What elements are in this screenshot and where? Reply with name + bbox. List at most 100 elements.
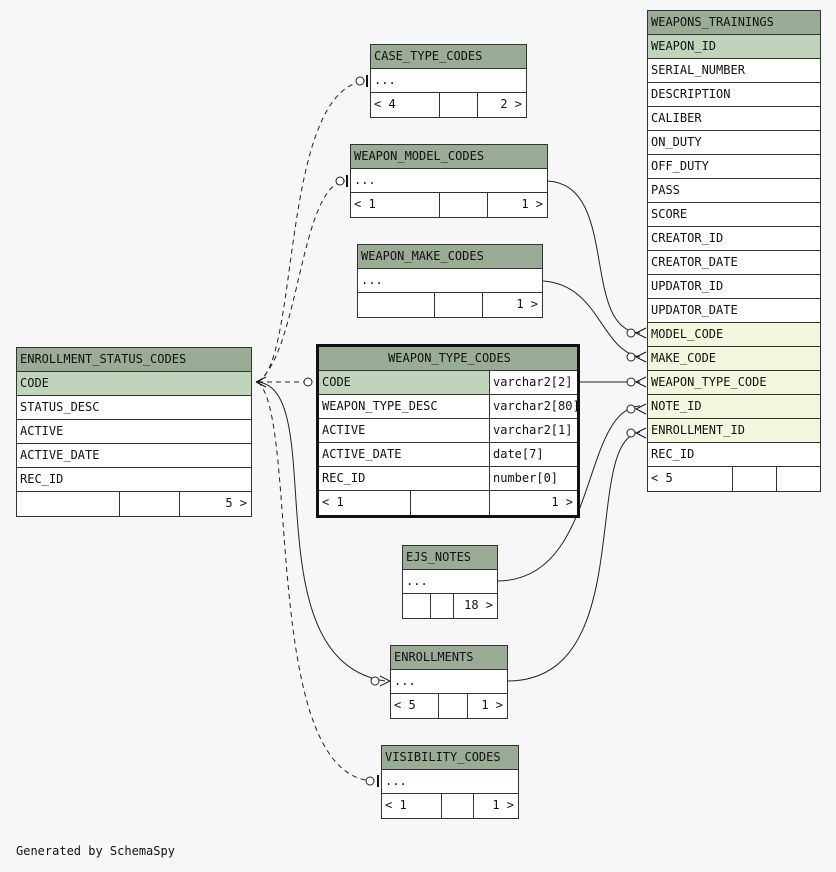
table-enrollment-status-codes[interactable]: ENROLLMENT_STATUS_CODES CODE STATUS_DESC AC… [16,347,252,517]
column-row[interactable]: MAKE_CODE [648,347,820,371]
cell: ENROLLMENT_ID [651,423,745,437]
cell: ACTIVE [20,424,64,438]
column-row[interactable]: UPDATOR_DATE [648,299,820,323]
cell: < 1 [354,197,376,211]
cell: < 5 [394,698,416,712]
cell: VISIBILITY_CODES [385,750,501,764]
table-header: ENROLLMENT_STATUS_CODES [17,348,251,372]
column-row[interactable]: SCORE [648,203,820,227]
cell: number[0] [489,467,577,490]
column-row[interactable]: CREATOR_DATE [648,251,820,275]
table-weapon-make-codes[interactable]: WEAPON_MAKE_CODES... 1 > [357,244,543,318]
footer-credit: Generated by SchemaSpy [16,844,175,858]
column-row[interactable]: CREATOR_ID [648,227,820,251]
table-enrollments[interactable]: ENROLLMENTS... < 5 1 > [390,645,508,719]
cell: MODEL_CODE [651,327,724,341]
cell [439,193,487,217]
cell: WEAPON_TYPE_DESC [322,399,438,413]
column-row[interactable]: NOTE_ID [648,395,820,419]
cell: WEAPON_ID [651,39,717,53]
column-row[interactable]: ... [382,770,518,794]
column-row[interactable]: ... [403,570,497,594]
table-ejs-notes[interactable]: EJS_NOTES... 18 > [402,545,498,619]
column-row[interactable]: MODEL_CODE [648,323,820,347]
table-header: WEAPONS_TRAININGS [648,11,820,35]
column-row[interactable]: REC_ID [648,443,820,467]
edge-model-code [547,180,641,334]
column-row[interactable]: ... [371,69,526,93]
column-row[interactable]: UPDATOR_ID [648,275,820,299]
cell: ... [406,574,428,588]
cell: ... [374,73,396,87]
column-row[interactable]: ON_DUTY [648,131,820,155]
column-row[interactable]: CODE [17,372,251,396]
table-header: WEAPON_TYPE_CODES [319,347,577,371]
cell [119,492,179,516]
cell: CREATOR_ID [651,231,724,245]
table-header: EJS_NOTES [403,546,497,570]
column-row[interactable]: ACTIVE_DATE [17,444,251,468]
table-header: VISIBILITY_CODES [382,746,518,770]
cell: REC_ID [20,472,64,486]
cell: REC_ID [322,471,366,485]
cell: CASE_TYPE_CODES [374,49,483,63]
cell: CREATOR_DATE [651,255,738,269]
cell: < 1 [322,495,344,509]
table-footer-row: < 5 1 > [391,694,507,718]
column-row[interactable]: REC_ID number[0] [319,467,577,491]
cell [434,293,482,317]
column-row[interactable]: ... [391,670,507,694]
cell: ... [361,273,383,287]
cell: 1 > [467,694,507,718]
cell [732,467,776,491]
cell: ENROLLMENTS [394,650,474,664]
cell: < 1 [385,798,407,812]
column-row[interactable]: ... [351,169,547,193]
column-row[interactable]: STATUS_DESC [17,396,251,420]
column-row[interactable]: REC_ID [17,468,251,492]
table-footer-row: 5 > [17,492,251,516]
cell [358,293,434,317]
cell: UPDATOR_DATE [651,303,738,317]
column-row[interactable]: WEAPON_ID [648,35,820,59]
column-row[interactable]: ACTIVE [17,420,251,444]
cell: ACTIVE [322,423,366,437]
column-row[interactable]: ENROLLMENT_ID [648,419,820,443]
column-row[interactable]: DESCRIPTION [648,83,820,107]
cell [439,93,477,117]
column-row[interactable]: CALIBER [648,107,820,131]
column-row[interactable]: OFF_DUTY [648,155,820,179]
table-header: ENROLLMENTS [391,646,507,670]
cell: DESCRIPTION [651,87,731,101]
table-footer-row: 1 > [358,293,542,317]
cell: CODE [20,376,49,390]
cell [403,594,430,618]
cell: < 5 [651,471,673,485]
column-row[interactable]: PASS [648,179,820,203]
cell: UPDATOR_ID [651,279,724,293]
cell: 18 > [453,594,497,618]
cell: NOTE_ID [651,399,702,413]
column-row[interactable]: SERIAL_NUMBER [648,59,820,83]
cell: 2 > [477,93,526,117]
cell: WEAPON_MODEL_CODES [354,149,485,163]
column-row[interactable]: WEAPON_TYPE_CODE [648,371,820,395]
cell: ACTIVE_DATE [322,447,402,461]
cell: ON_DUTY [651,135,702,149]
column-row[interactable]: ... [358,269,542,293]
table-weapons-trainings[interactable]: WEAPONS_TRAININGS WEAPON_ID SERIAL_NUMBER… [647,10,821,492]
cell [438,694,467,718]
cell: ... [354,173,376,187]
cell: WEAPON_MAKE_CODES [361,249,484,263]
table-footer-row: 18 > [403,594,497,618]
